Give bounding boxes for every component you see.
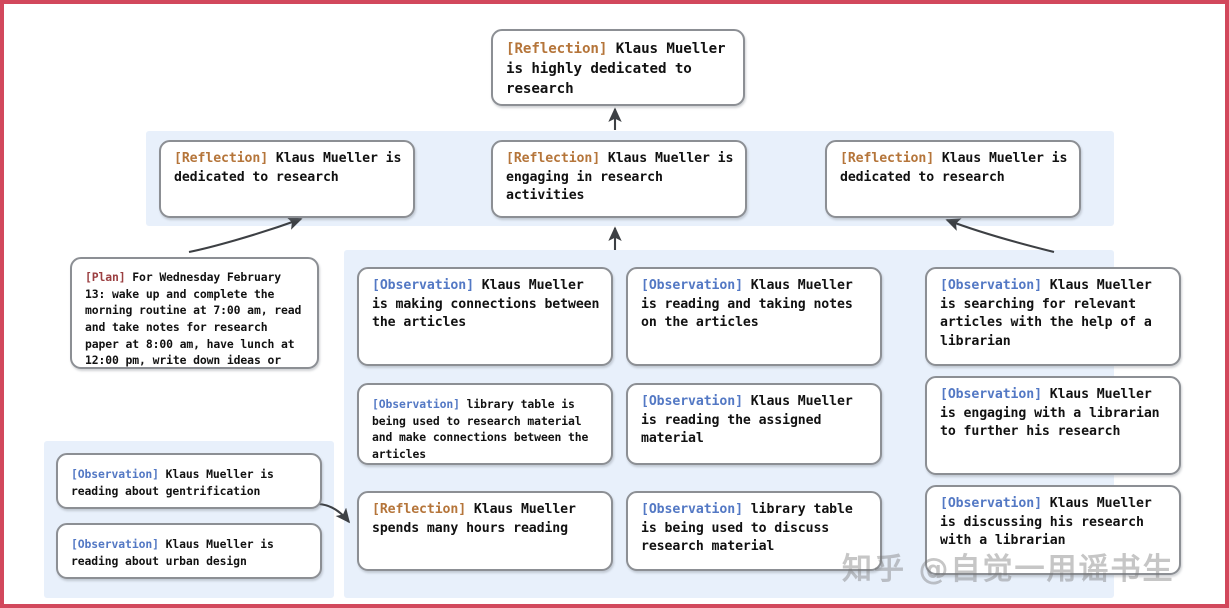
node-tag: [Reflection] [506, 151, 601, 166]
node-tag: [Observation] [641, 278, 743, 293]
node-tag: [Observation] [940, 496, 1042, 511]
node-text: Klaus Mueller spends many hours reading [372, 502, 584, 536]
node-tag: [Observation] [71, 537, 159, 551]
node-col2-making-connections[interactable]: [Observation] Klaus Mueller is making co… [357, 267, 613, 366]
node-text: Klaus Mueller is searching for relevant … [940, 278, 1160, 350]
node-text: library table is being used to research … [372, 397, 596, 461]
node-tag: [Observation] [71, 467, 159, 481]
node-col4-engaging-librarian[interactable]: [Observation] Klaus Mueller is engaging … [925, 376, 1181, 475]
node-text: Klaus Mueller is reading about urban des… [71, 537, 281, 568]
node-tag: [Observation] [940, 278, 1042, 293]
node-tag: [Plan] [85, 270, 126, 284]
node-text: Klaus Mueller is reading and taking note… [641, 278, 861, 331]
node-tag: [Observation] [372, 278, 474, 293]
node-col3-assigned-material[interactable]: [Observation] Klaus Mueller is reading t… [626, 383, 882, 465]
node-root-reflection[interactable]: [Reflection] Klaus Mueller is highly ded… [491, 29, 745, 106]
node-tag: [Observation] [641, 394, 743, 409]
node-obs-urban-design[interactable]: [Observation] Klaus Mueller is reading a… [56, 523, 322, 579]
node-text: Klaus Mueller is discussing his research… [940, 496, 1160, 549]
node-text: Klaus Mueller is reading the assigned ma… [641, 394, 861, 447]
node-text: Klaus Mueller is dedicated to research [174, 151, 410, 185]
node-text: For Wednesday February 13: wake up and c… [85, 270, 302, 368]
node-tag: [Reflection] [372, 502, 467, 517]
node-tag: [Observation] [940, 387, 1042, 402]
node-tag: [Observation] [641, 502, 743, 517]
node-col3-discuss-research-material[interactable]: [Observation] library table is being use… [626, 491, 882, 571]
node-obs-gentrification[interactable]: [Observation] Klaus Mueller is reading a… [56, 453, 322, 509]
node-col2-spends-many-hours[interactable]: [Reflection] Klaus Mueller spends many h… [357, 491, 613, 571]
node-tag: [Reflection] [840, 151, 935, 166]
node-tag: [Reflection] [174, 151, 269, 166]
node-text: library table is being used to discuss r… [641, 502, 861, 555]
node-col2-library-table[interactable]: [Observation] library table is being use… [357, 383, 613, 465]
node-col3-reading-taking-notes[interactable]: [Observation] Klaus Mueller is reading a… [626, 267, 882, 366]
node-text: Klaus Mueller is reading about gentrific… [71, 467, 281, 498]
node-tag: [Reflection] [506, 41, 608, 57]
node-mid-reflection-center[interactable]: [Reflection] Klaus Mueller is engaging i… [491, 140, 747, 218]
node-text: Klaus Mueller is highly dedicated to res… [506, 41, 734, 98]
node-text: Klaus Mueller is engaging in research ac… [506, 151, 742, 204]
node-mid-reflection-left[interactable]: [Reflection] Klaus Mueller is dedicated … [159, 140, 415, 218]
node-tag: [Observation] [372, 397, 460, 411]
node-col4-discussing-research[interactable]: [Observation] Klaus Mueller is discussin… [925, 485, 1181, 575]
node-mid-reflection-right[interactable]: [Reflection] Klaus Mueller is dedicated … [825, 140, 1081, 218]
node-text: Klaus Mueller is making connections betw… [372, 278, 608, 331]
node-text: Klaus Mueller is dedicated to research [840, 151, 1076, 185]
node-col4-searching-articles[interactable]: [Observation] Klaus Mueller is searching… [925, 267, 1181, 366]
node-text: Klaus Mueller is engaging with a librari… [940, 387, 1168, 440]
node-plan[interactable]: [Plan] For Wednesday February 13: wake u… [70, 257, 319, 369]
